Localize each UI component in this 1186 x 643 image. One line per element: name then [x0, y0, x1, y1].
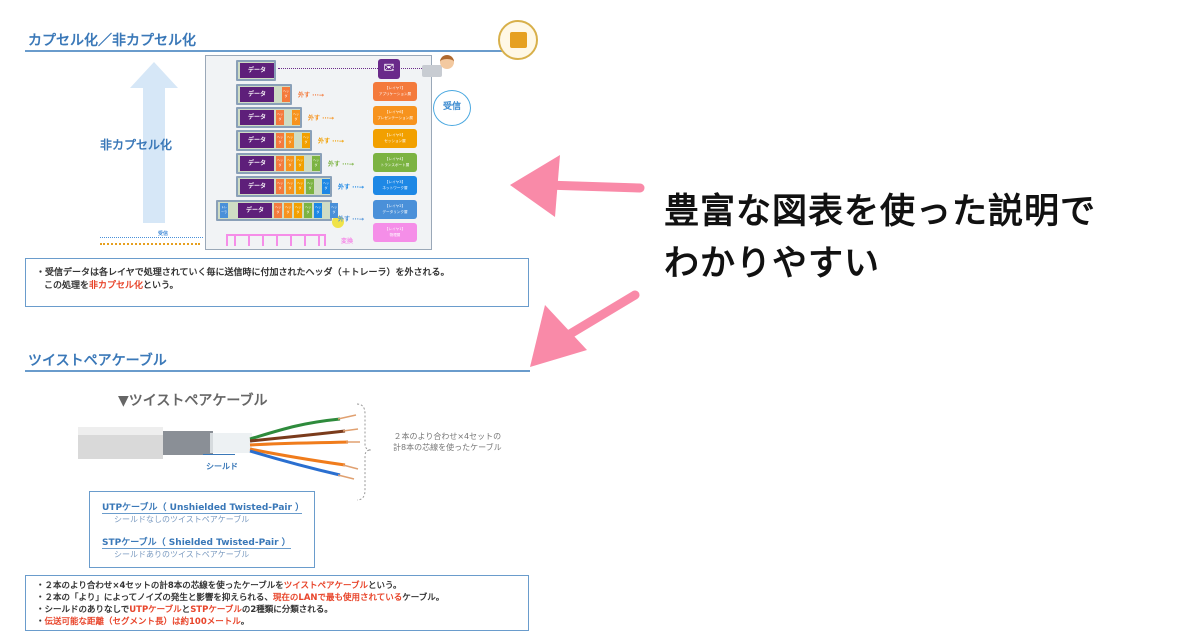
section2-note: ・２本のより合わせ×4セットの計8本の芯線を使ったケーブルをツイストペアケーブル…: [25, 575, 529, 631]
title-divider: [25, 370, 530, 372]
remove-label: 外す ···→: [298, 92, 324, 99]
bullet-item: ・伝送可能な距離（セグメント長）は約100メートル。: [36, 617, 250, 627]
header-block: ヘッダ: [276, 133, 284, 148]
header-block: ヘッダ: [276, 179, 284, 194]
stp-title: STPケーブル（ Shielded Twisted-Pair ）: [102, 535, 291, 549]
header-block: ヘッダ: [312, 156, 320, 171]
data-block: データ: [240, 110, 274, 125]
bullet-item: ・シールドのありなしでUTPケーブルとSTPケーブルの2種類に分類される。: [36, 605, 333, 615]
title-divider: [25, 50, 530, 52]
cursor-highlight: [332, 216, 344, 228]
section1-note: ・受信データは各レイヤで処理されていく毎に送信時に付加されたヘッダ（＋トレーラ）…: [25, 258, 529, 307]
brace-icon: [356, 403, 372, 501]
layer-4: 【レイヤ4】トランスポート層: [373, 152, 417, 172]
remove-label: 外す ···→: [338, 184, 364, 191]
cable-icon: [100, 243, 200, 245]
data-block: データ: [240, 63, 274, 78]
section2-title: ツイストペアケーブル: [28, 353, 167, 369]
encapsulated-frame: データヘッダヘッダヘッダヘッダヘッダ: [236, 176, 332, 197]
convert-label: 変換: [341, 238, 354, 245]
utp-description: シールドなしのツイストペアケーブル: [114, 515, 250, 524]
header-block: ヘッダ: [296, 156, 304, 171]
remove-label: 外す ···→: [308, 115, 334, 122]
mail-icon: ✉: [378, 59, 400, 79]
header-block: ヘッダ: [314, 203, 322, 218]
receive-speech-bubble: 受信: [433, 90, 471, 126]
encapsulated-frame: データヘッダヘッダヘッダヘッダ: [236, 153, 322, 174]
data-block: データ: [238, 203, 272, 218]
header-block: ヘッダ: [294, 203, 302, 218]
data-block: データ: [240, 87, 274, 102]
data-block: データ: [240, 133, 274, 148]
remove-label: 外す ···→: [328, 161, 354, 168]
header-block: ヘッダ: [292, 110, 300, 125]
header-block: ヘッダ: [306, 179, 314, 194]
figure-title: ▼ツイストペアケーブル: [118, 393, 268, 409]
header-block: ヘッダ: [282, 87, 290, 102]
decapsulation-label: 非カプセル化: [100, 138, 173, 152]
layer-5: 【レイヤ5】セッション層: [373, 129, 417, 148]
callout-line1: 豊富な図表を使った説明で: [664, 192, 1097, 232]
data-block: データ: [240, 179, 274, 194]
header-block: ヘッダ: [330, 203, 338, 218]
utp-title: UTPケーブル（ Unshielded Twisted-Pair ）: [102, 500, 304, 514]
bullet-item: ・２本のより合わせ×4セットの計8本の芯線を使ったケーブルをツイストペアケーブル…: [36, 581, 402, 591]
upward-arrow-icon: [130, 62, 178, 88]
data-flow-line: [278, 68, 424, 69]
layer-3: 【レイヤ3】ネットワーク層: [373, 176, 417, 195]
twisted-pair-cable-image: [78, 414, 360, 480]
school-logo: [498, 20, 538, 60]
receive-signal-label: 受信: [158, 230, 169, 237]
header-block: ヘッダ: [274, 203, 282, 218]
shield-span-arrow: [203, 454, 235, 455]
header-block: ヘッダ: [276, 156, 284, 171]
remove-label: 外す ···→: [318, 138, 344, 145]
shield-label: シールド: [206, 462, 238, 471]
layer-7: 【レイヤ7】アプリケーション層: [373, 82, 417, 101]
pair-description: ２本のより合わせ×4セットの計8本の芯線を使ったケーブル: [393, 432, 502, 452]
encapsulated-frame: トレーラデータヘッダヘッダヘッダヘッダヘッダヘッダ: [216, 200, 338, 221]
data-block: データ: [240, 156, 274, 171]
encapsulated-frame: データヘッダヘッダヘッダ: [236, 130, 312, 151]
bullet-item: ・２本の「より」によってノイズの発生と影響を抑えられる、現在のLANで最も使用さ…: [36, 593, 445, 603]
layer-1: 【レイヤ1】物理層: [373, 223, 417, 242]
stp-description: シールドありのツイストペアケーブル: [114, 550, 250, 559]
encapsulated-frame: データヘッダ: [236, 84, 292, 105]
note-line: この処理を非カプセル化という。: [44, 281, 179, 291]
remove-label: 外す ···→: [338, 216, 364, 223]
layer-2: 【レイヤ2】データリンク層: [373, 199, 417, 219]
header-block: ヘッダ: [296, 179, 304, 194]
section1-title: カプセル化／非カプセル化: [28, 33, 196, 49]
layer-6: 【レイヤ6】プレゼンテーション層: [373, 105, 417, 125]
pink-arrows-icon: [510, 155, 645, 367]
decapsulation-diagram: データデータヘッダ外す ···→データヘッダヘッダ外す ···→データヘッダヘッ…: [205, 55, 432, 250]
user-with-laptop-icon: [420, 55, 456, 79]
header-block: ヘッダ: [286, 133, 294, 148]
header-block: ヘッダ: [322, 179, 330, 194]
note-line: ・受信データは各レイヤで処理されていく毎に送信時に付加されたヘッダ（＋トレーラ）…: [36, 268, 450, 278]
cable-types-box: UTPケーブル（ Unshielded Twisted-Pair ） シールドな…: [89, 491, 315, 568]
encapsulated-frame: データヘッダヘッダ: [236, 107, 302, 128]
encapsulated-frame: データ: [236, 60, 276, 81]
header-block: ヘッダ: [304, 203, 312, 218]
header-block: ヘッダ: [286, 179, 294, 194]
signal-waveform: [226, 234, 326, 246]
trailer: トレーラ: [220, 203, 228, 218]
header-block: ヘッダ: [284, 203, 292, 218]
header-block: ヘッダ: [286, 156, 294, 171]
callout-line2: わかりやすい: [664, 244, 881, 284]
header-block: ヘッダ: [302, 133, 310, 148]
header-block: ヘッダ: [276, 110, 284, 125]
